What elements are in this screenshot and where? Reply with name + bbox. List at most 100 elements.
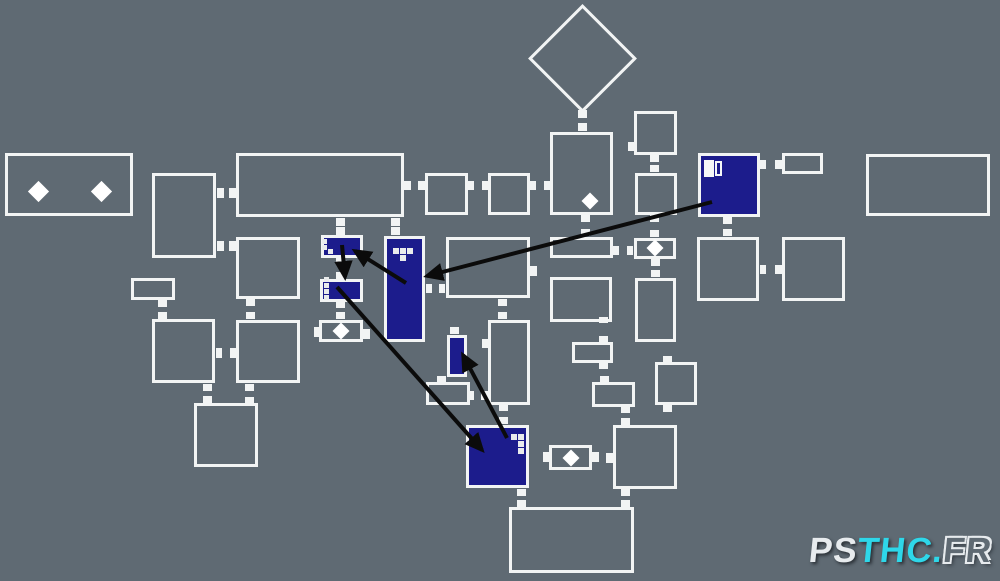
corridor-tab [468,181,474,190]
room-center-b [488,173,530,215]
ladder-mark [324,277,329,282]
door-icon [704,160,714,177]
corridor-tab [437,376,446,383]
t-tetromino-mark [400,255,406,261]
room-west-small [131,278,175,300]
corridor-tab [203,396,212,403]
room-southwest-b [236,320,300,383]
corridor-tab [336,218,345,226]
corridor-tab [723,229,732,236]
corridor-tab [229,188,236,198]
room-center-a [425,173,468,215]
corridor-tab [651,270,660,277]
corridor-tab [663,356,672,363]
l-tetromino-mark [322,239,327,244]
watermark-ps: PS [806,531,860,570]
t-tetromino-mark [393,248,399,254]
t-tetromino-mark [400,248,406,254]
room-west-mid [236,237,300,299]
room-north-east [634,111,677,155]
hall-two-gems [5,153,133,216]
corridor-tab [517,489,526,496]
corridor-tab [158,300,167,307]
hall-south-wide [509,507,634,573]
room-center-small [426,382,470,405]
corridor-tab [650,155,659,162]
blue-room-small [447,335,467,377]
corridor-tab [651,259,660,266]
corridor-tab [581,215,590,222]
corridor-tab [621,418,630,425]
hall-diamond [527,3,637,113]
corridor-tab [217,241,224,251]
room-center-tall [488,320,530,405]
blue-room-l-mark [321,235,363,258]
room-south-mid [613,425,677,489]
room-gem-south [549,445,592,470]
corridor-tab [499,417,508,424]
room-southwest-c [194,403,258,467]
corridor-tab [517,500,526,507]
corridor-tab [498,299,507,306]
room-mid-slim [550,237,613,258]
corridor-tab [391,218,400,226]
corridor-tab [363,329,370,339]
corridor-tab [650,215,659,222]
corridor-tab [246,299,255,306]
corridor-tab [450,327,459,334]
corridor-tab [600,376,609,383]
room-mid-small-b [592,382,635,407]
corridor-tab [482,181,488,190]
corridor-tab [613,246,619,255]
corridor-tab [481,391,488,400]
ladder-mark [324,289,329,294]
corridor-tab [336,227,345,235]
corridor-tab [723,217,732,224]
room-gem-north [550,132,613,215]
ladder-mark [324,283,329,288]
corridor-tab [499,404,508,411]
j-tetromino-mark [518,434,524,440]
j-tetromino-mark [518,448,524,454]
room-east-a [635,173,677,215]
corridor-tab [760,265,766,274]
corridor-tab [336,258,345,265]
corridor-tab [391,227,400,235]
l-tetromino-mark [328,249,333,254]
corridor-tab [336,272,345,279]
corridor-tab [621,489,630,496]
door-icon [715,161,722,176]
j-tetromino-mark [511,434,517,440]
watermark-thc: THC. [855,531,946,570]
room-east-slim [782,153,823,174]
corridor-tab [404,181,411,190]
room-mid-small-a [572,342,613,363]
watermark-fr: FR [941,531,995,570]
corridor-tab [229,241,236,251]
corridor-tab [216,348,222,358]
j-tetromino-mark [518,441,524,447]
corridor-tab [775,265,782,274]
room-east-tall [635,278,676,342]
corridor-tab [627,246,633,255]
t-tetromino-mark [407,248,413,254]
corridor-tab [578,123,587,131]
corridor-tab [217,188,224,198]
corridor-tab [336,312,345,319]
corridor-tab [628,142,635,151]
room-east-d [782,237,845,301]
corridor-tab [599,363,608,369]
corridor-tab [336,301,345,308]
l-tetromino-mark [322,245,327,250]
site-watermark: PSTHC.FR [807,531,994,571]
corridor-tab [606,453,613,463]
corridor-tab [760,160,766,169]
room-east-b [655,362,697,405]
corridor-tab [621,406,630,413]
room-mid [550,277,612,322]
corridor-tab [482,339,489,348]
corridor-tab [599,336,608,343]
corridor-tab [543,452,550,462]
corridor-tab [592,452,599,462]
